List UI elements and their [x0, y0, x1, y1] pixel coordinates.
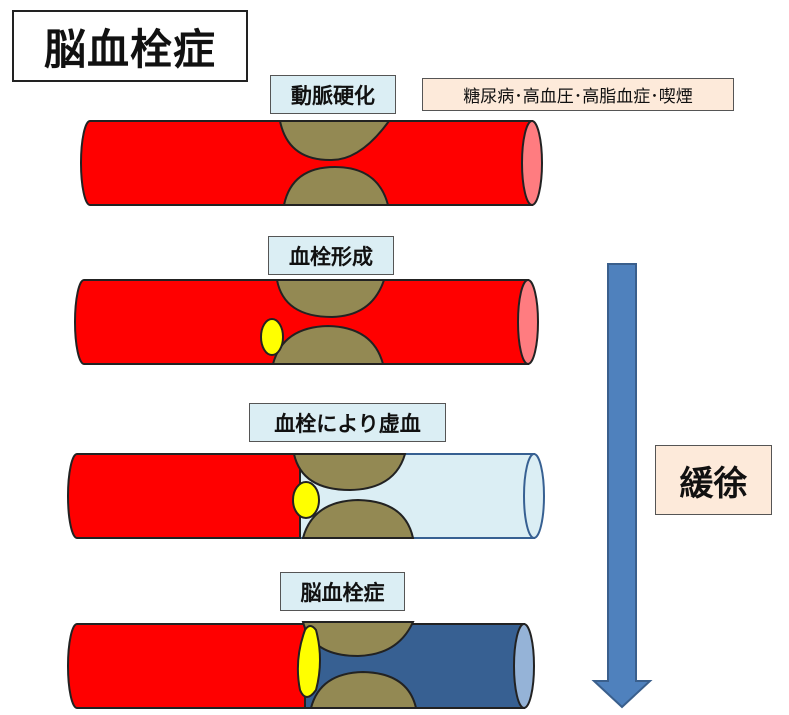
artery-body [74, 279, 529, 365]
plaque-bottom [309, 670, 418, 709]
thrombus [260, 318, 284, 356]
stage-label-atherosclerosis: 動脈硬化 [270, 75, 396, 114]
progression-label: 緩徐 [655, 445, 772, 515]
plaque-top [278, 120, 391, 162]
thrombus [292, 481, 320, 519]
plaque-top [275, 279, 386, 319]
artery-stage-1 [80, 120, 543, 206]
artery-stage-3 [67, 453, 545, 539]
artery-opening [523, 453, 545, 539]
artery-opening [517, 279, 539, 365]
plaque-bottom [301, 498, 415, 539]
artery-body [67, 453, 301, 539]
progression-arrow-icon [591, 263, 653, 709]
stage-label-ischemia: 血栓により虚血 [249, 403, 446, 442]
plaque-bottom [282, 165, 390, 206]
page-title: 脳血栓症 [12, 10, 248, 82]
stage-label-thrombus-formation: 血栓形成 [268, 236, 394, 275]
stage-label-cerebral-thrombosis: 脳血栓症 [280, 572, 405, 611]
plaque-top [292, 453, 407, 492]
artery-opening [513, 623, 535, 709]
risk-factors-label: 糖尿病･高血圧･高脂血症･喫煙 [422, 78, 734, 111]
artery-body [80, 120, 533, 206]
artery-stage-2 [74, 279, 539, 365]
thrombus [296, 625, 321, 698]
artery-body [67, 623, 306, 709]
artery-stage-4 [67, 621, 535, 709]
artery-opening [521, 120, 543, 206]
